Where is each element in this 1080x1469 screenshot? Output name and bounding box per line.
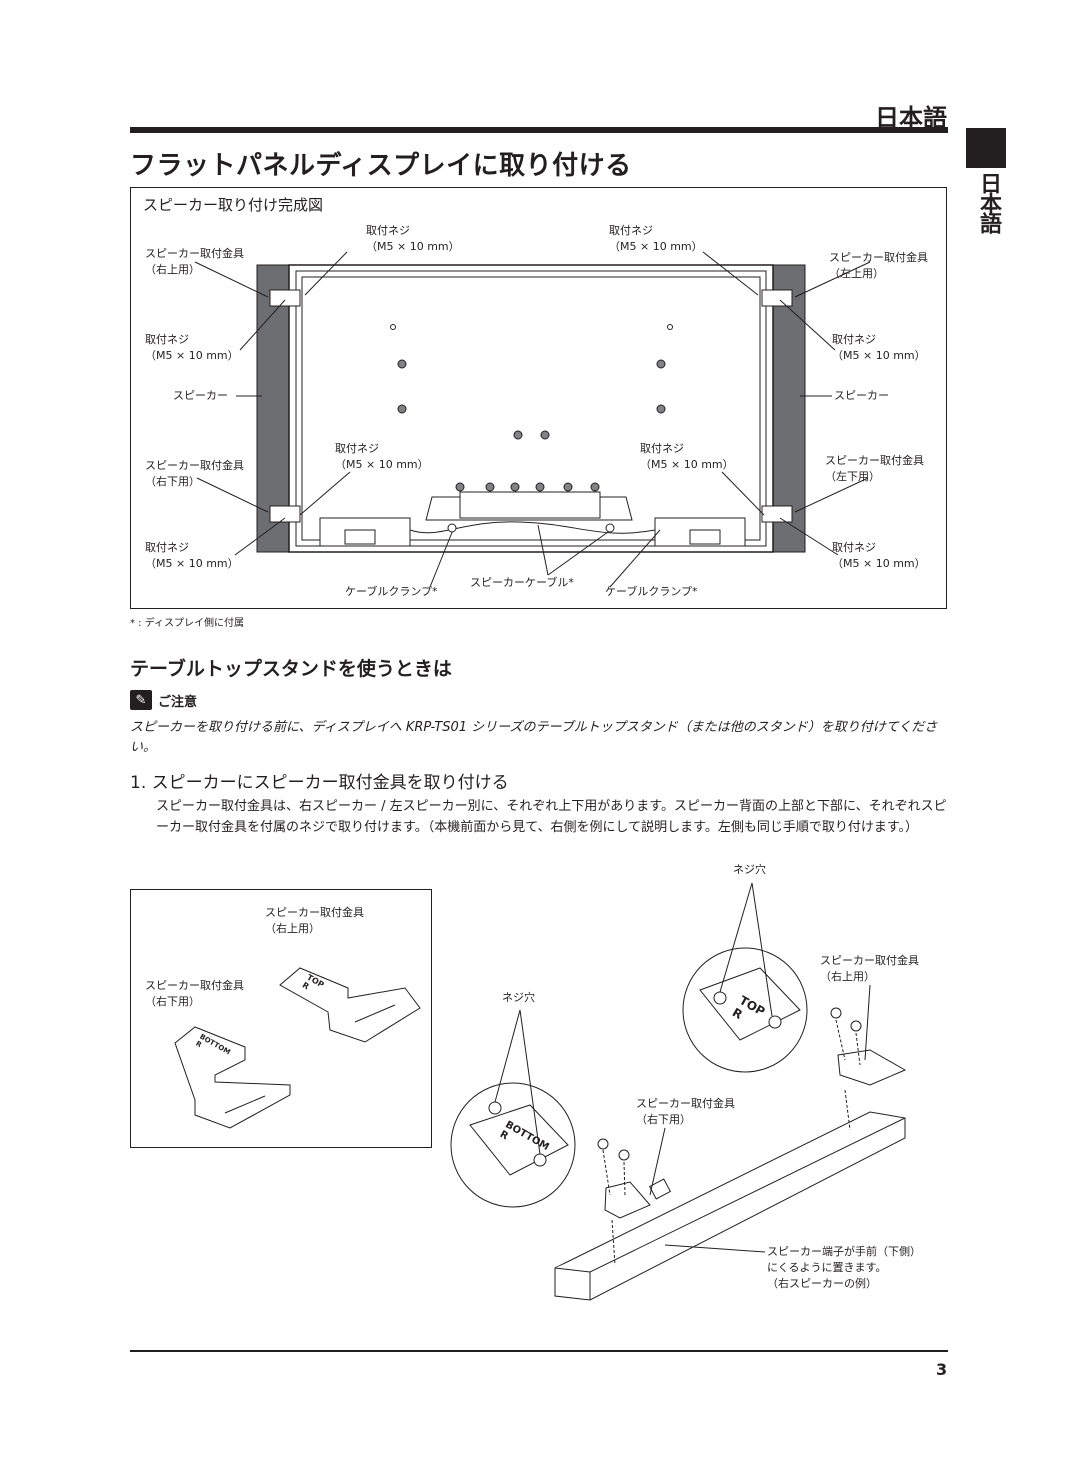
pencil-icon: ✎ xyxy=(130,690,152,710)
label-text: （M5 × 10 mm） xyxy=(832,557,926,570)
figure-footnote: * : ディスプレイ側に付属 xyxy=(130,618,245,629)
label-text: 取付ネジ xyxy=(832,333,876,346)
section-heading: テーブルトップスタンドを使うときは xyxy=(130,658,452,680)
header-rule xyxy=(130,127,948,133)
caution-text: スピーカーを取り付ける前に、ディスプレイへ KRP-TS01 シリーズのテーブル… xyxy=(130,720,938,755)
label-bracket-lower-right: スピーカー取付金具 （右下用） xyxy=(145,458,244,490)
label-text: スピーカー取付金具 xyxy=(825,454,924,467)
label-text: 取付ネジ xyxy=(832,541,876,554)
label-placement-note: スピーカー端子が手前（下側） にくるように置きます。 （右スピーカーの例） xyxy=(767,1244,921,1292)
step-title: 1. スピーカーにスピーカー取付金具を取り付ける xyxy=(130,773,509,793)
label-screw-mid-left: 取付ネジ （M5 × 10 mm） xyxy=(145,332,239,364)
label-text: （M5 × 10 mm） xyxy=(366,240,460,253)
label-speaker-left: スピーカー xyxy=(173,389,228,402)
bracket-figure xyxy=(130,889,432,1148)
label-text: （右下用） xyxy=(145,995,200,1008)
side-tab-marker xyxy=(966,128,1006,168)
side-tab-label: 日本語 xyxy=(976,172,1001,232)
label-text: （右上用） xyxy=(265,922,320,935)
page-number: 3 xyxy=(936,1360,948,1379)
label-cable-clamp-left: ケーブルクランプ* xyxy=(345,585,438,598)
label-text: （M5 × 10 mm） xyxy=(609,240,703,253)
label-text: 取付ネジ xyxy=(145,333,189,346)
label-text: スピーカー取付金具 xyxy=(145,459,244,472)
label-speaker-cable: スピーカーケーブル* xyxy=(470,576,574,589)
label-text: （右スピーカーの例） xyxy=(767,1277,877,1290)
step-description: スピーカー取付金具は、右スピーカー / 左スピーカー別に、それぞれ上下用がありま… xyxy=(156,799,947,835)
label-fig3-bracket-lower: スピーカー取付金具 （右下用） xyxy=(636,1096,735,1128)
label-text: スピーカー取付金具 xyxy=(636,1097,735,1110)
label-speaker-right: スピーカー xyxy=(834,389,889,402)
label-text: （M5 × 10 mm） xyxy=(335,458,429,471)
label-screw-mid-right: 取付ネジ （M5 × 10 mm） xyxy=(832,332,926,364)
label-screw-top-right: 取付ネジ （M5 × 10 mm） xyxy=(609,223,703,255)
label-text: スピーカー取付金具 xyxy=(820,954,919,967)
label-text: （左上用） xyxy=(829,267,884,280)
label-text: 取付ネジ xyxy=(640,442,684,455)
page-title: フラットパネルディスプレイに取り付ける xyxy=(130,151,632,181)
label-text: （左下用） xyxy=(825,470,880,483)
caution-header: ✎ ご注意 xyxy=(130,690,197,710)
label-text: スピーカー取付金具 xyxy=(145,979,244,992)
label-text: 取付ネジ xyxy=(366,224,410,237)
label-text: （右下用） xyxy=(145,475,200,488)
label-text: （M5 × 10 mm） xyxy=(145,557,239,570)
label-screw-bottom-right: 取付ネジ （M5 × 10 mm） xyxy=(832,540,926,572)
label-text: スピーカー取付金具 xyxy=(829,251,928,264)
label-screw-low-right: 取付ネジ （M5 × 10 mm） xyxy=(640,441,734,473)
label-text: （M5 × 10 mm） xyxy=(145,349,239,362)
assembly-figure xyxy=(130,187,947,609)
label-screw-hole-mid: ネジ穴 xyxy=(502,991,535,1004)
label-text: （M5 × 10 mm） xyxy=(640,458,734,471)
label-bracket-upper-left: スピーカー取付金具 （左上用） xyxy=(829,250,928,282)
assembly-figure-caption: スピーカー取り付け完成図 xyxy=(143,196,324,214)
label-text: 取付ネジ xyxy=(145,541,189,554)
label-cable-clamp-right: ケーブルクランプ* xyxy=(605,585,698,598)
label-text: 取付ネジ xyxy=(609,224,653,237)
label-screw-top-left: 取付ネジ （M5 × 10 mm） xyxy=(366,223,460,255)
label-text: 取付ネジ xyxy=(335,442,379,455)
label-text: （右上用） xyxy=(820,970,875,983)
label-bracket-upper-right: スピーカー取付金具 （右上用） xyxy=(145,246,244,278)
label-text: スピーカー取付金具 xyxy=(265,906,364,919)
label-text: （右下用） xyxy=(636,1113,691,1126)
footer-rule xyxy=(130,1350,948,1352)
label-bracket-lower: スピーカー取付金具 （右下用） xyxy=(145,978,244,1010)
caution-label: ご注意 xyxy=(158,694,198,710)
label-text: にくるように置きます。 xyxy=(767,1261,887,1274)
label-text: （右上用） xyxy=(145,263,200,276)
label-text: スピーカー端子が手前（下側） xyxy=(767,1245,921,1258)
label-bracket-lower-left: スピーカー取付金具 （左下用） xyxy=(825,453,924,485)
label-fig3-bracket-upper: スピーカー取付金具 （右上用） xyxy=(820,953,919,985)
label-text: スピーカー取付金具 xyxy=(145,247,244,260)
label-bracket-upper: スピーカー取付金具 （右上用） xyxy=(265,905,364,937)
label-screw-low-left: 取付ネジ （M5 × 10 mm） xyxy=(335,441,429,473)
label-text: （M5 × 10 mm） xyxy=(832,349,926,362)
label-screw-bottom-left: 取付ネジ （M5 × 10 mm） xyxy=(145,540,239,572)
label-screw-hole-top: ネジ穴 xyxy=(733,863,766,876)
